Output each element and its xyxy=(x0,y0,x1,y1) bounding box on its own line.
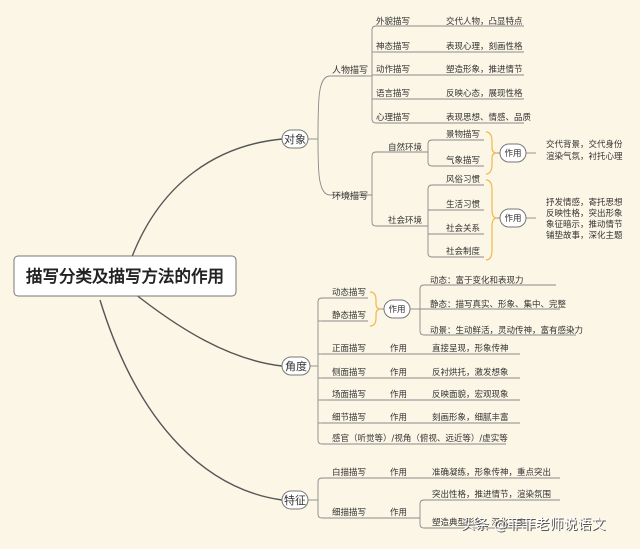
social-brace xyxy=(485,179,498,261)
natural-env-label: 自然环境 xyxy=(388,142,423,153)
social-role: 作用 xyxy=(504,213,521,224)
dyn-static-effect: 动景：生动鲜活，灵动传神，富有感染力 xyxy=(430,325,583,336)
feature-row-name: 白描描写 xyxy=(332,467,366,478)
branch-feature xyxy=(99,299,283,501)
dyn-static-role-pill xyxy=(383,299,411,319)
angle-row-name: 正面描写 xyxy=(332,343,366,354)
person-label: 人物描写 xyxy=(332,64,368,76)
angle-row-role: 作用 xyxy=(390,343,407,354)
watermark: 头条 @菲菲老师说语文 xyxy=(461,516,605,533)
dyn-static-effect: 静态：描写真实、形象、集中、完整 xyxy=(430,299,567,310)
natural-effect: 渲染气氛，衬托心理 xyxy=(546,151,623,162)
feature-row-name: 细描描写 xyxy=(332,507,366,518)
angle-row-role: 作用 xyxy=(390,412,407,423)
social-item: 风俗习惯 xyxy=(446,174,481,185)
social-effect: 象征暗示，推动情节 xyxy=(546,219,623,230)
natural-item: 景物描写 xyxy=(446,129,480,140)
person-item: 心理描写 xyxy=(376,112,410,123)
person-item: 外貌描写 xyxy=(376,16,410,27)
social-effect: 抒发情感，寄托思想 xyxy=(546,197,623,208)
angle-row-effect: 反映面貌，宏观现象 xyxy=(432,389,509,400)
angle-row-effect: 刻画形象，细腻丰富 xyxy=(432,412,509,423)
natural-role: 作用 xyxy=(504,148,521,159)
person-effect: 塑造形象，推进情节 xyxy=(446,64,523,75)
env-label: 环境描写 xyxy=(332,190,368,202)
angle-row-name: 细节描写 xyxy=(332,412,366,423)
person-effect: 反映心态，展现性格 xyxy=(446,88,523,99)
object-pill xyxy=(281,129,309,149)
angle-row-effect: 直接呈现，形象传神 xyxy=(432,343,509,354)
social-env-label: 社会环境 xyxy=(388,215,423,226)
watermark-shadow: 头条 @菲菲老师说语文 xyxy=(462,517,606,534)
angle-row-role: 作用 xyxy=(390,389,407,400)
static-item: 静态描写 xyxy=(332,310,366,321)
person-effect: 交代人物，凸显特点 xyxy=(446,16,523,27)
social-item: 社会制度 xyxy=(446,246,481,257)
angle-row-name: 侧面描写 xyxy=(332,367,366,378)
natural-effect: 交代背景，交代身份 xyxy=(546,139,623,150)
angle-row-name: 场面描写 xyxy=(332,389,366,400)
social-role-pill xyxy=(499,208,527,228)
person-item: 语言描写 xyxy=(376,88,410,99)
natural-brace xyxy=(485,131,498,175)
angle-pill xyxy=(281,356,311,376)
branch-object xyxy=(129,138,283,263)
object-label: 对象 xyxy=(284,132,306,146)
dyn-static-effect: 动态：富于变化和表现力 xyxy=(430,275,524,286)
person-effect: 表现思想、情感、品质 xyxy=(446,112,532,123)
social-effect: 铺垫故事，深化主题 xyxy=(546,230,623,241)
root-title: 描写分类及描写方法的作用 xyxy=(26,266,224,286)
angle-row-role: 作用 xyxy=(390,367,407,378)
dyn-static-brace xyxy=(369,291,382,327)
branch-angle xyxy=(129,289,283,367)
feature-row-effect: 塑造典型形象，深化主题 xyxy=(432,517,526,528)
angle-senses: 感官（听觉等）/视角（俯视、远近等）/虚实等 xyxy=(332,433,508,444)
social-item: 生活习惯 xyxy=(446,199,481,210)
social-effect: 反映性格，突出形象 xyxy=(546,208,623,219)
natural-item: 气象描写 xyxy=(446,155,480,166)
feature-row-role: 作用 xyxy=(390,467,407,478)
feature-label: 特征 xyxy=(284,493,306,507)
natural-role-pill xyxy=(499,143,527,163)
angle-row-effect: 反衬烘托，激发想象 xyxy=(432,367,509,378)
dyn-static-role: 作用 xyxy=(388,304,405,315)
feature-row-effect: 突出性格，推进情节，渲染氛围 xyxy=(432,489,551,500)
person-item: 神态描写 xyxy=(376,41,410,52)
root-box xyxy=(13,255,237,297)
social-item: 社会关系 xyxy=(446,223,480,234)
person-item: 动作描写 xyxy=(376,64,410,75)
angle-label: 角度 xyxy=(285,359,307,373)
feature-pill xyxy=(281,490,309,510)
feature-row-effect: 准确凝练，形象传神，重点突出 xyxy=(432,467,551,478)
dyn-item: 动态描写 xyxy=(332,287,366,298)
feature-row-role: 作用 xyxy=(390,507,407,518)
person-effect: 表现心理，刻画性格 xyxy=(446,41,523,52)
